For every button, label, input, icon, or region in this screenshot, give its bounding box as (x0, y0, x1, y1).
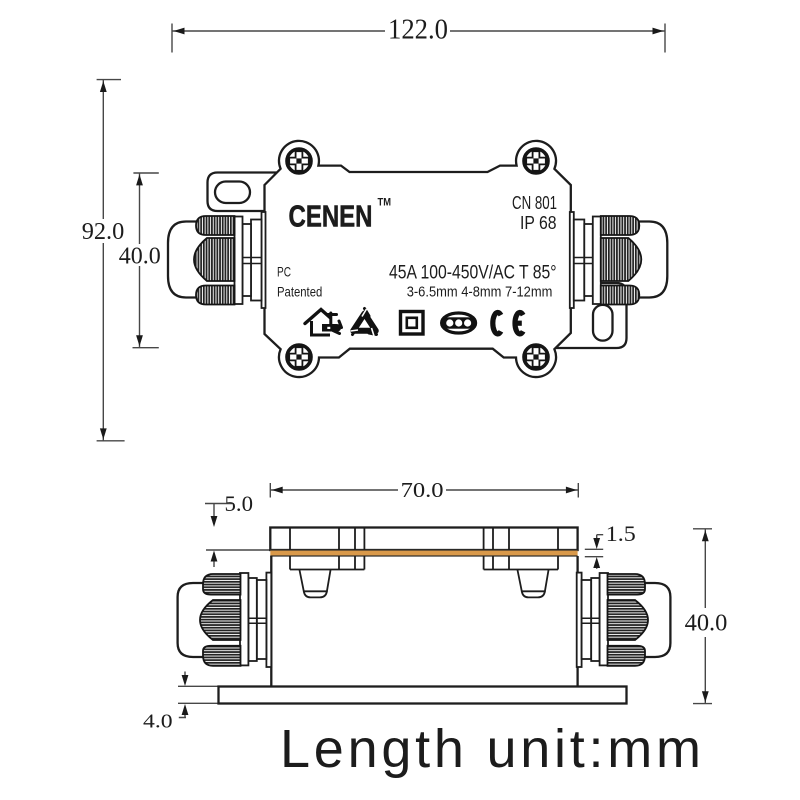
svg-text:CN 801: CN 801 (512, 193, 557, 213)
svg-text:122.0: 122.0 (388, 15, 448, 46)
svg-text:40.0: 40.0 (119, 242, 161, 269)
svg-text:4.0: 4.0 (143, 710, 173, 732)
svg-text:3-6.5mm 4-8mm 7-12mm: 3-6.5mm 4-8mm 7-12mm (407, 284, 553, 300)
svg-text:92.0: 92.0 (82, 218, 125, 245)
svg-text:Patented: Patented (277, 283, 322, 299)
svg-text:70.0: 70.0 (401, 478, 444, 502)
svg-text:IP 68: IP 68 (520, 213, 557, 233)
svg-text:45A 100-450V/AC T 85°: 45A 100-450V/AC T 85° (389, 263, 557, 284)
svg-text:PC: PC (277, 264, 291, 280)
svg-text:Length unit:mm: Length unit:mm (280, 719, 701, 779)
svg-text:1.5: 1.5 (606, 521, 636, 546)
svg-text:40.0: 40.0 (685, 609, 728, 636)
svg-text:TM: TM (378, 197, 392, 209)
svg-text:CENEN: CENEN (289, 198, 373, 233)
svg-text:5.0: 5.0 (225, 491, 254, 516)
